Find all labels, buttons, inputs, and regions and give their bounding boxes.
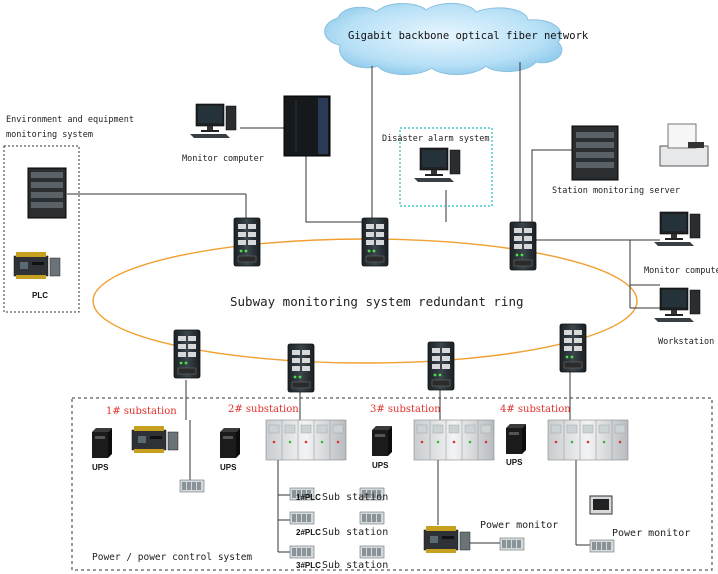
- substation-3-title: 3# substation: [370, 404, 441, 415]
- ups-2-label: UPS: [220, 463, 237, 472]
- ups-1-label: UPS: [92, 463, 109, 472]
- ring-switch-7-icon: [559, 323, 587, 373]
- ups-4-label: UPS: [506, 458, 523, 467]
- env-cabinet-icon: [27, 167, 67, 219]
- connection-lines: [67, 62, 660, 553]
- ring-switch-3-icon: [509, 221, 537, 271]
- env-title-line1: Environment and equipment: [6, 115, 134, 125]
- power-monitor-1-plc-icon: [423, 525, 471, 554]
- substation-4-cabinets-icon: [547, 419, 629, 461]
- env-plc-label: PLC: [32, 291, 48, 300]
- ring-switch-6-icon: [427, 341, 455, 391]
- plc-row-3-sub: Sub station: [322, 560, 389, 571]
- ups-3-icon: [372, 426, 392, 456]
- substation-1-module-icon: [179, 479, 205, 493]
- backbone-cloud: [324, 3, 563, 75]
- power-monitor-2-label: Power monitor: [612, 528, 691, 539]
- core-server-icon: [283, 95, 331, 157]
- sub-module-2-icon: [359, 511, 385, 525]
- ups-3-label: UPS: [372, 461, 389, 470]
- substation-4-title: 4# substation: [500, 404, 571, 415]
- substation-2-cabinets-icon: [265, 419, 347, 461]
- ups-4-icon: [506, 424, 526, 454]
- plc-row-3-label: 3#PLC: [296, 561, 321, 570]
- env-plc-icon: [13, 251, 61, 280]
- ups-2-icon: [220, 428, 240, 458]
- monitor-computer-left-icon: [189, 103, 237, 139]
- plc-module-2-icon: [289, 511, 315, 525]
- power-system-label: Power / power control system: [92, 552, 253, 563]
- cloud-label: Gigabit backbone optical fiber network: [348, 30, 589, 42]
- ring-switch-1-icon: [233, 217, 261, 267]
- ring-switch-2-icon: [361, 217, 389, 267]
- disaster-alarm-label: Disaster alarm system: [382, 134, 490, 144]
- environment-system-box: [3, 145, 80, 313]
- station-server-icon: [571, 125, 619, 181]
- ring-switch-4-icon: [173, 329, 201, 379]
- plc-row-1-label: 1#PLC: [296, 493, 321, 502]
- power-monitor-2-module-icon: [589, 539, 615, 553]
- power-system-box: [71, 397, 713, 571]
- station-server-label: Station monitoring server: [552, 186, 680, 196]
- substation-3-cabinets-icon: [413, 419, 495, 461]
- ring-label: Subway monitoring system redundant ring: [230, 294, 524, 309]
- env-title-line2: monitoring system: [6, 130, 93, 140]
- power-monitor-1-module-icon: [499, 537, 525, 551]
- substation-2-title: 2# substation: [228, 404, 299, 415]
- workstation-icon: [653, 287, 701, 323]
- substation-1-plc-icon: [131, 425, 179, 454]
- workstation-label: Workstation: [658, 337, 715, 347]
- substation-1-title: 1# substation: [106, 406, 177, 417]
- power-monitor-1-label: Power monitor: [480, 520, 559, 531]
- sub-module-3-icon: [359, 545, 385, 559]
- disaster-alarm-computer-icon: [413, 147, 461, 183]
- ring-switch-5-icon: [287, 343, 315, 393]
- plc-module-3-icon: [289, 545, 315, 559]
- monitor-computer-right-label: Monitor computer: [644, 266, 718, 276]
- monitor-computer-left-label: Monitor computer: [182, 154, 264, 164]
- plc-row-1-sub: Sub station: [322, 492, 389, 503]
- monitor-computer-right-icon: [653, 211, 701, 247]
- fax-printer-icon: [659, 123, 709, 167]
- disaster-alarm-box: [399, 127, 493, 207]
- plc-row-2-sub: Sub station: [322, 527, 389, 538]
- power-monitor-2-display-icon: [589, 495, 613, 515]
- plc-row-2-label: 2#PLC: [296, 528, 321, 537]
- ups-1-icon: [92, 428, 112, 458]
